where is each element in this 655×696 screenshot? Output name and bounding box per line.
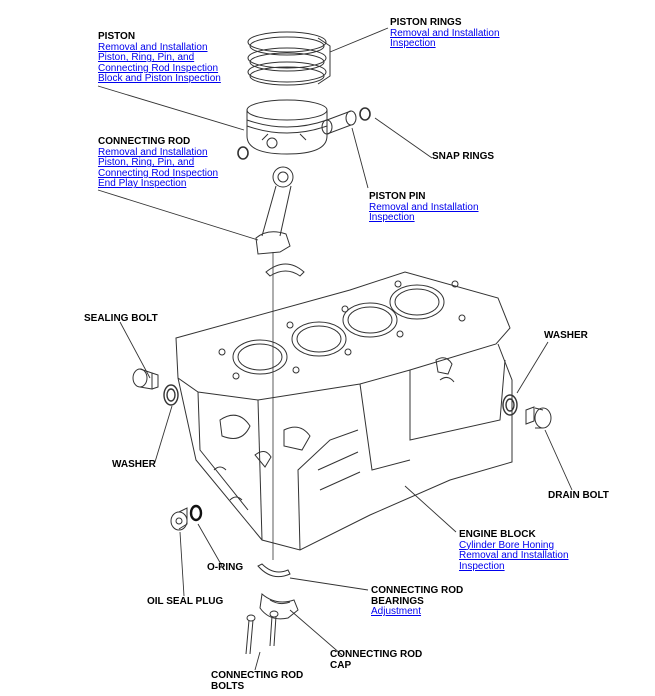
piston-rings-link-inspection[interactable]: Inspection [390,38,436,50]
piston-pin-link-removal[interactable]: Removal and Installation [369,201,479,213]
washer-right-part [502,394,518,416]
snap-rings-title: SNAP RINGS [432,151,495,162]
drain-bolt-part [525,406,552,429]
engine-block-link-honing[interactable]: Cylinder Bore Honing [459,539,555,551]
washer-left-title: WASHER [112,459,156,470]
connecting-rod-bolts-title-1: CONNECTING ROD [211,670,304,681]
connecting-rod-bolts-title-2: BOLTS [211,680,245,692]
oil-seal-plug-title: OIL SEAL PLUG [147,596,224,607]
connecting-rod-bearings-link-adjustment[interactable]: Adjustment [371,606,422,618]
connecting-rod-link-rod-inspection[interactable]: Connecting Rod Inspection [98,167,219,179]
o-ring-title: O-RING [207,562,244,573]
label-snap-rings: SNAP RINGS [432,151,495,163]
lower-bearing-shell [257,563,291,578]
washer-right-title: WASHER [544,330,588,341]
label-connecting-rod-bearings: CONNECTING ROD BEARINGS Adjustment [371,585,464,618]
connecting-rod-bearings-title-2: BEARINGS [371,595,424,607]
piston-pin-part [321,110,357,135]
connecting-rod-cap-part [259,593,299,620]
piston-rings-link-removal[interactable]: Removal and Installation [390,27,500,39]
engine-block-title: ENGINE BLOCK [459,529,536,540]
o-ring-part [189,504,203,522]
connecting-rod-bolts-part [245,610,279,655]
piston-pin-title: PISTON PIN [369,191,426,202]
connecting-rod-bearings-title-1: CONNECTING ROD [371,585,464,596]
connecting-rod-part [255,166,294,255]
oil-seal-plug-part [170,507,188,531]
piston-part [246,99,328,155]
snap-rings-part [237,107,371,160]
leader-lines [97,27,573,671]
label-piston: PISTON Removal and Installation Piston, … [98,31,221,85]
piston-rings-part [247,31,331,86]
label-washer-right: WASHER [544,330,588,342]
washer-left-part [163,384,179,406]
connecting-rod-link-end-play[interactable]: End Play Inspection [98,178,187,190]
label-connecting-rod: CONNECTING ROD Removal and Installation … [98,136,219,190]
label-oil-seal-plug: OIL SEAL PLUG [147,596,224,608]
engine-block-link-removal[interactable]: Removal and Installation [459,550,569,562]
connecting-rod-link-ring-pin[interactable]: Piston, Ring, Pin, and [98,157,195,169]
piston-pin-link-inspection[interactable]: Inspection [369,212,415,224]
label-washer-left: WASHER [112,459,156,471]
connecting-rod-cap-title-1: CONNECTING ROD [330,649,423,660]
label-connecting-rod-cap: CONNECTING ROD CAP [330,649,423,671]
piston-link-block-inspection[interactable]: Block and Piston Inspection [98,73,221,85]
piston-rings-title: PISTON RINGS [390,17,462,28]
label-drain-bolt: DRAIN BOLT [548,490,609,502]
label-engine-block: ENGINE BLOCK Cylinder Bore Honing Remova… [459,529,569,572]
upper-bearing-shell [265,263,305,277]
sealing-bolt-part [132,368,159,390]
connecting-rod-title: CONNECTING ROD [98,136,191,147]
piston-link-ring-pin[interactable]: Piston, Ring, Pin, and [98,52,195,64]
drain-bolt-title: DRAIN BOLT [548,490,609,501]
sealing-bolt-title: SEALING BOLT [84,313,158,324]
piston-link-removal[interactable]: Removal and Installation [98,41,208,53]
label-piston-pin: PISTON PIN Removal and Installation Insp… [369,191,479,224]
connecting-rod-link-removal[interactable]: Removal and Installation [98,146,208,158]
label-connecting-rod-bolts: CONNECTING ROD BOLTS [211,670,304,692]
label-piston-rings: PISTON RINGS Removal and Installation In… [390,17,500,50]
piston-link-rod-inspection[interactable]: Connecting Rod Inspection [98,62,219,74]
connecting-rod-cap-title-2: CAP [330,659,352,671]
engine-block-part [175,271,513,551]
piston-title: PISTON [98,31,136,42]
label-sealing-bolt: SEALING BOLT [84,313,158,325]
label-o-ring: O-RING [207,562,244,574]
engine-block-link-inspection[interactable]: Inspection [459,560,505,572]
